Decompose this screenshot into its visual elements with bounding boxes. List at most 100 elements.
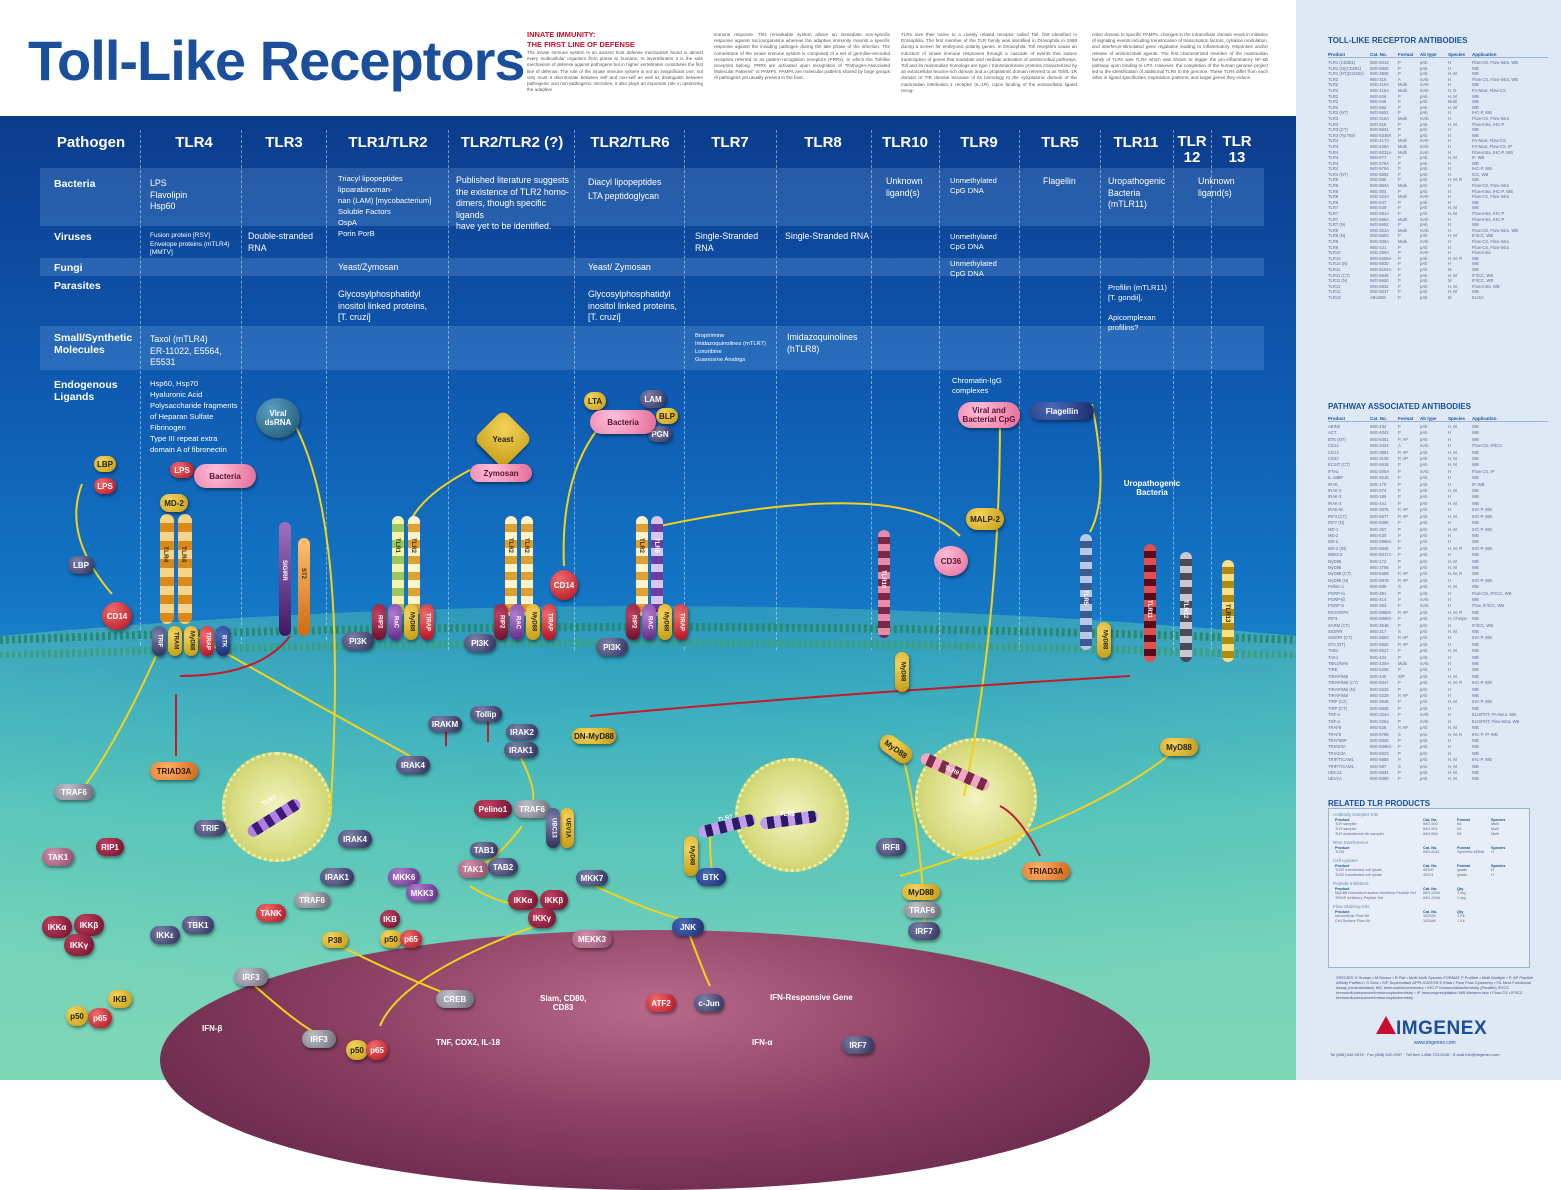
table-cell: WB: [1472, 436, 1479, 442]
table-cell: IMG-687: [1370, 763, 1387, 769]
table-cell: H, M: [1448, 104, 1457, 110]
table-cell: IMG-5658: [1370, 776, 1389, 782]
table-cell: H: [1448, 603, 1452, 609]
table-cell: WB: [1472, 132, 1479, 138]
header-cell: Product: [1335, 846, 1350, 850]
intro-paragraph-2: immune response. This remarkable system …: [714, 32, 890, 81]
table-cell: P: [1398, 654, 1401, 660]
table-cell: Multi: [1398, 115, 1407, 121]
table-cell: IMG-3424: [1370, 443, 1389, 449]
table-cell: 1 Kit: [1457, 914, 1465, 918]
col-product: Product: [1328, 416, 1346, 421]
uropathogenic-label: Uropathogenic Bacteria: [1123, 479, 1181, 497]
table-cell: TLR11 (CT): [1328, 272, 1350, 278]
tlr4-receptor-a: [160, 514, 174, 624]
table-cell: TLR3 (CT): [1328, 127, 1348, 133]
col-cat-no: Cat. No.: [1370, 416, 1388, 421]
table-cell: H: [1448, 705, 1452, 711]
table-cell: pAb: [1420, 648, 1428, 654]
table-cell: H, M, R: [1448, 255, 1463, 261]
table-cell: H, M: [1448, 629, 1457, 634]
table-cell: pAb: [1420, 763, 1428, 769]
table-cell: pAb: [1420, 205, 1428, 211]
table-cell: H, M: [1448, 272, 1457, 278]
table-cell: WB: [1472, 750, 1479, 756]
table-cell: IL-18BP: [1328, 475, 1344, 481]
table-cell: TLR2: [1328, 104, 1339, 110]
table-cell: S: [1398, 763, 1401, 769]
table-cell: TLR10 (N): [1328, 261, 1348, 267]
table-cell: H: [1448, 138, 1452, 144]
tlr2-b-label: TLR2: [507, 538, 513, 553]
col-head-tlr7: TLR7: [711, 134, 749, 151]
table-cell: H: [1448, 661, 1452, 667]
table-cell: pAb: [1420, 289, 1428, 295]
table-cell: pAb: [1420, 211, 1428, 217]
table-cell: P: [1398, 603, 1401, 609]
table-cell: IMG-577: [1370, 155, 1387, 161]
table-cell: H, M: [1448, 93, 1457, 99]
table-cell: IMG-5520: [1370, 641, 1389, 647]
flow-staining-kits-title: Flow Staining Kits: [1333, 904, 1370, 909]
lbp-top-node: LBP: [94, 456, 116, 472]
table-cell: mAb: [1420, 115, 1429, 121]
table-cell: P: [1398, 590, 1401, 596]
table-cell: TLR1 (N)(CD281): [1328, 65, 1362, 71]
table-cell: P, AP: [1398, 513, 1408, 519]
table-cell: H: [1448, 244, 1452, 250]
table-cell: pAb: [1420, 693, 1428, 699]
table-cell: H: [1448, 250, 1452, 256]
table-cell: TLR9: [1328, 239, 1339, 244]
cjun-node: c-Jun: [694, 994, 724, 1012]
table-cell: Multi: [1398, 239, 1407, 244]
table-cell: IMG-5986A: [1370, 539, 1392, 545]
table-cell: pAb: [1420, 731, 1428, 737]
table-cell: TLR sampler: [1335, 822, 1357, 826]
col-head-tlr5: TLR5: [1041, 134, 1079, 151]
col-application: Application: [1472, 52, 1497, 57]
table-cell: P: [1398, 481, 1401, 487]
sampler-kits-title: Antibody Sampler Kits: [1333, 812, 1379, 817]
table-cell: TBK1/NAK: [1328, 661, 1349, 667]
table-cell: IMG-5658: [1370, 757, 1389, 763]
table-cell: TLR sampler: [1335, 827, 1357, 831]
table-cell: H: [1448, 507, 1452, 513]
table-cell: Flow-Intra, IHC-P: [1472, 121, 1505, 127]
table-cell: pAb: [1420, 757, 1428, 763]
table-cell: IMG-3991: [1370, 449, 1389, 455]
mekk3-node: MEKK3: [572, 930, 612, 948]
table-cell: H, M: [1448, 725, 1457, 731]
row-label-viruses: Viruses: [54, 231, 92, 243]
table-cell: mAb: [1420, 250, 1429, 256]
table-cell: IHC-P, WB: [1472, 545, 1492, 551]
jnk-node: JNK: [672, 918, 704, 936]
table-cell: IMG-5633: [1370, 750, 1389, 756]
bacteria-mid-node: Bacteria: [590, 410, 656, 434]
table-cell: IMG-5647: [1370, 680, 1389, 686]
table-cell: IMG-579A: [1370, 166, 1390, 172]
table-cell: IP, WB: [1472, 481, 1485, 487]
cell-fungi-tlr2-6: Yeast/ Zymosan: [588, 262, 651, 272]
table-cell: MyD88: [1328, 564, 1342, 570]
table-cell: pAb: [1420, 436, 1428, 442]
table-cell: P: [1398, 488, 1401, 494]
table-cell: IMG-410A: [1370, 82, 1390, 88]
yeast-label: Yeast: [492, 434, 514, 444]
table-cell: MyD88 (N): [1328, 577, 1349, 583]
table-cell: TLR4: [1328, 138, 1339, 144]
table-cell: WB: [1472, 673, 1479, 679]
cell-viruses-tlr7: Single-Stranded RNA: [695, 231, 759, 253]
table-cell: WB: [1472, 456, 1479, 462]
table-cell: pAb: [1420, 244, 1428, 250]
table-cell: Flow-Intra, IHC-P, WB: [1472, 188, 1513, 194]
table-cell: mAb: [1420, 443, 1429, 449]
table-cell: IMG-5652: [1370, 222, 1389, 228]
table-cell: mAb: [1420, 239, 1429, 244]
table-cell: WB: [1472, 255, 1479, 261]
